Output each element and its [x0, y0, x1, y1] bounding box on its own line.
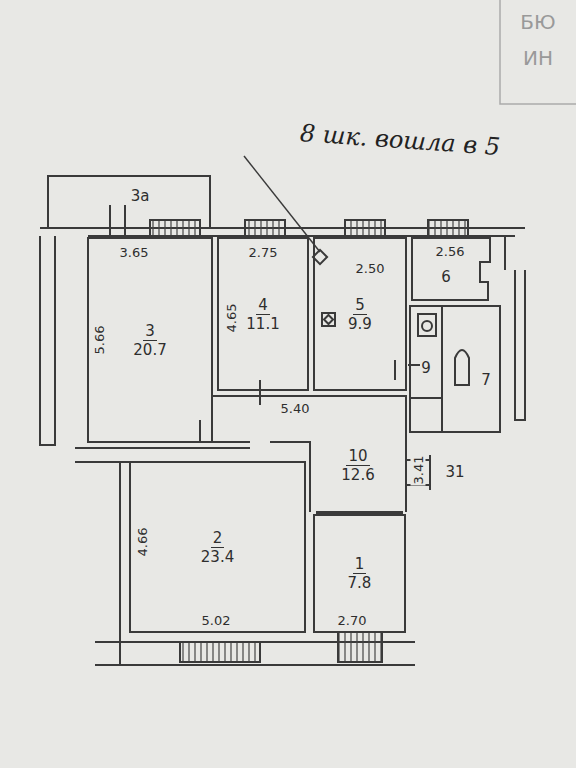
room-area: 23.4	[199, 548, 236, 566]
room-number: 7	[479, 371, 493, 389]
room: 6	[412, 262, 480, 292]
room-number: 2	[211, 529, 225, 548]
room: 7	[472, 360, 500, 400]
stamp-text: БЮ	[519, 11, 556, 33]
dimension-label: 5.66	[92, 325, 107, 356]
dimension-label: 4.66	[135, 527, 150, 558]
room: 223.4	[131, 463, 304, 631]
dimension-label: 3.41	[411, 455, 426, 486]
room: 9	[411, 340, 441, 395]
room-area: 11.1	[244, 315, 281, 333]
room-number: 6	[439, 268, 453, 286]
room-number: 10	[346, 447, 369, 466]
dimension-label: 3а	[130, 188, 151, 205]
handwritten-note: 8 шк. вошла в 5	[299, 120, 501, 160]
stamp-text: ИН	[522, 47, 554, 69]
dimension-label: 31	[444, 464, 465, 481]
dimension-label: 5.02	[201, 613, 232, 628]
room-number: 3	[143, 322, 157, 341]
dimension-label: 2.56	[435, 244, 466, 259]
room-number: 1	[353, 555, 367, 574]
room: 1012.6	[311, 420, 405, 510]
dimension-label: 2.70	[337, 613, 368, 628]
room: 320.7	[88, 238, 212, 442]
dimension-label: 3.65	[119, 245, 150, 260]
room-area: 7.8	[346, 574, 374, 592]
room-number: 9	[419, 359, 433, 377]
dimension-label: 2.75	[248, 245, 279, 260]
room-area: 9.9	[346, 315, 374, 333]
room-number: 4	[256, 296, 270, 315]
dimension-label: 4.65	[224, 303, 239, 334]
room-area: 12.6	[339, 466, 376, 484]
room-number: 5	[353, 296, 367, 315]
room-area: 20.7	[131, 341, 168, 359]
dimension-label: 5.40	[280, 401, 311, 416]
dimension-label: 2.50	[355, 261, 386, 276]
